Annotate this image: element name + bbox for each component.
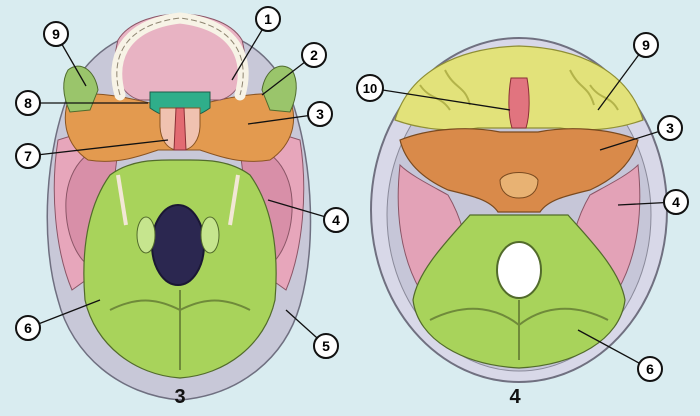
callout-10-circle [356, 74, 384, 102]
callout-r4-label: 4 [672, 194, 680, 210]
frontal-ridges [419, 69, 619, 111]
callout-4-label: 4 [332, 212, 340, 228]
vomer-center [173, 107, 187, 151]
callout-7-label: 7 [24, 148, 32, 164]
sphenoid-bone-internal [399, 128, 639, 213]
figure-4-caption: 4 [509, 386, 521, 408]
callout-5-circle [313, 333, 339, 359]
leader-10 [369, 87, 511, 111]
callout-1-circle [255, 6, 281, 32]
callout-2-label: 2 [310, 47, 318, 63]
styloid-right [228, 174, 240, 226]
styloid-left [116, 174, 128, 226]
callout-8-circle [15, 90, 41, 116]
callout-r6-circle [637, 356, 663, 382]
maxilla-palate [114, 13, 246, 101]
foramen-magnum-inferior [151, 204, 205, 286]
callout-6-circle [15, 315, 41, 341]
figure-3-caption: 3 [174, 386, 185, 408]
transverse-groove [429, 307, 609, 327]
callout-9-circle [43, 21, 69, 47]
callout-7-circle [15, 143, 41, 169]
leader-r6 [577, 329, 651, 370]
zygomatic-right [261, 65, 297, 113]
figure-4-internal-skull-base [370, 37, 668, 383]
callout-10-label: 10 [363, 81, 377, 96]
callout-9-label: 9 [52, 26, 60, 42]
callout-6-label: 6 [24, 320, 32, 336]
callout-r4-circle [663, 189, 689, 215]
leader-7 [27, 139, 169, 157]
callout-2-circle [301, 42, 327, 68]
callout-r9-circle [633, 32, 659, 58]
ethmoid-crista-galli [508, 77, 530, 129]
callout-1-label: 1 [264, 11, 272, 27]
callout-3-circle [307, 101, 333, 127]
callout-5-label: 5 [322, 338, 330, 354]
callout-r9-label: 9 [642, 37, 650, 53]
callout-r6-label: 6 [646, 361, 654, 377]
foramen-magnum-internal [496, 241, 542, 299]
callout-r3-label: 3 [666, 120, 674, 136]
callout-3-label: 3 [316, 106, 324, 122]
sella-turcica [499, 172, 539, 199]
occipital-condyle-left [136, 216, 156, 254]
callout-r3-circle [657, 115, 683, 141]
callouts-figure-3: 1 2 3 4 5 6 7 8 9 [15, 6, 349, 359]
callouts-figure-4: 10 9 3 4 6 [356, 32, 689, 382]
figure-3-inferior-skull [46, 12, 312, 401]
occipital-condyle-right [200, 216, 220, 254]
leader-r9 [597, 44, 647, 111]
zygomatic-left [63, 65, 99, 113]
callout-4-circle [323, 207, 349, 233]
callout-8-label: 8 [24, 95, 32, 111]
